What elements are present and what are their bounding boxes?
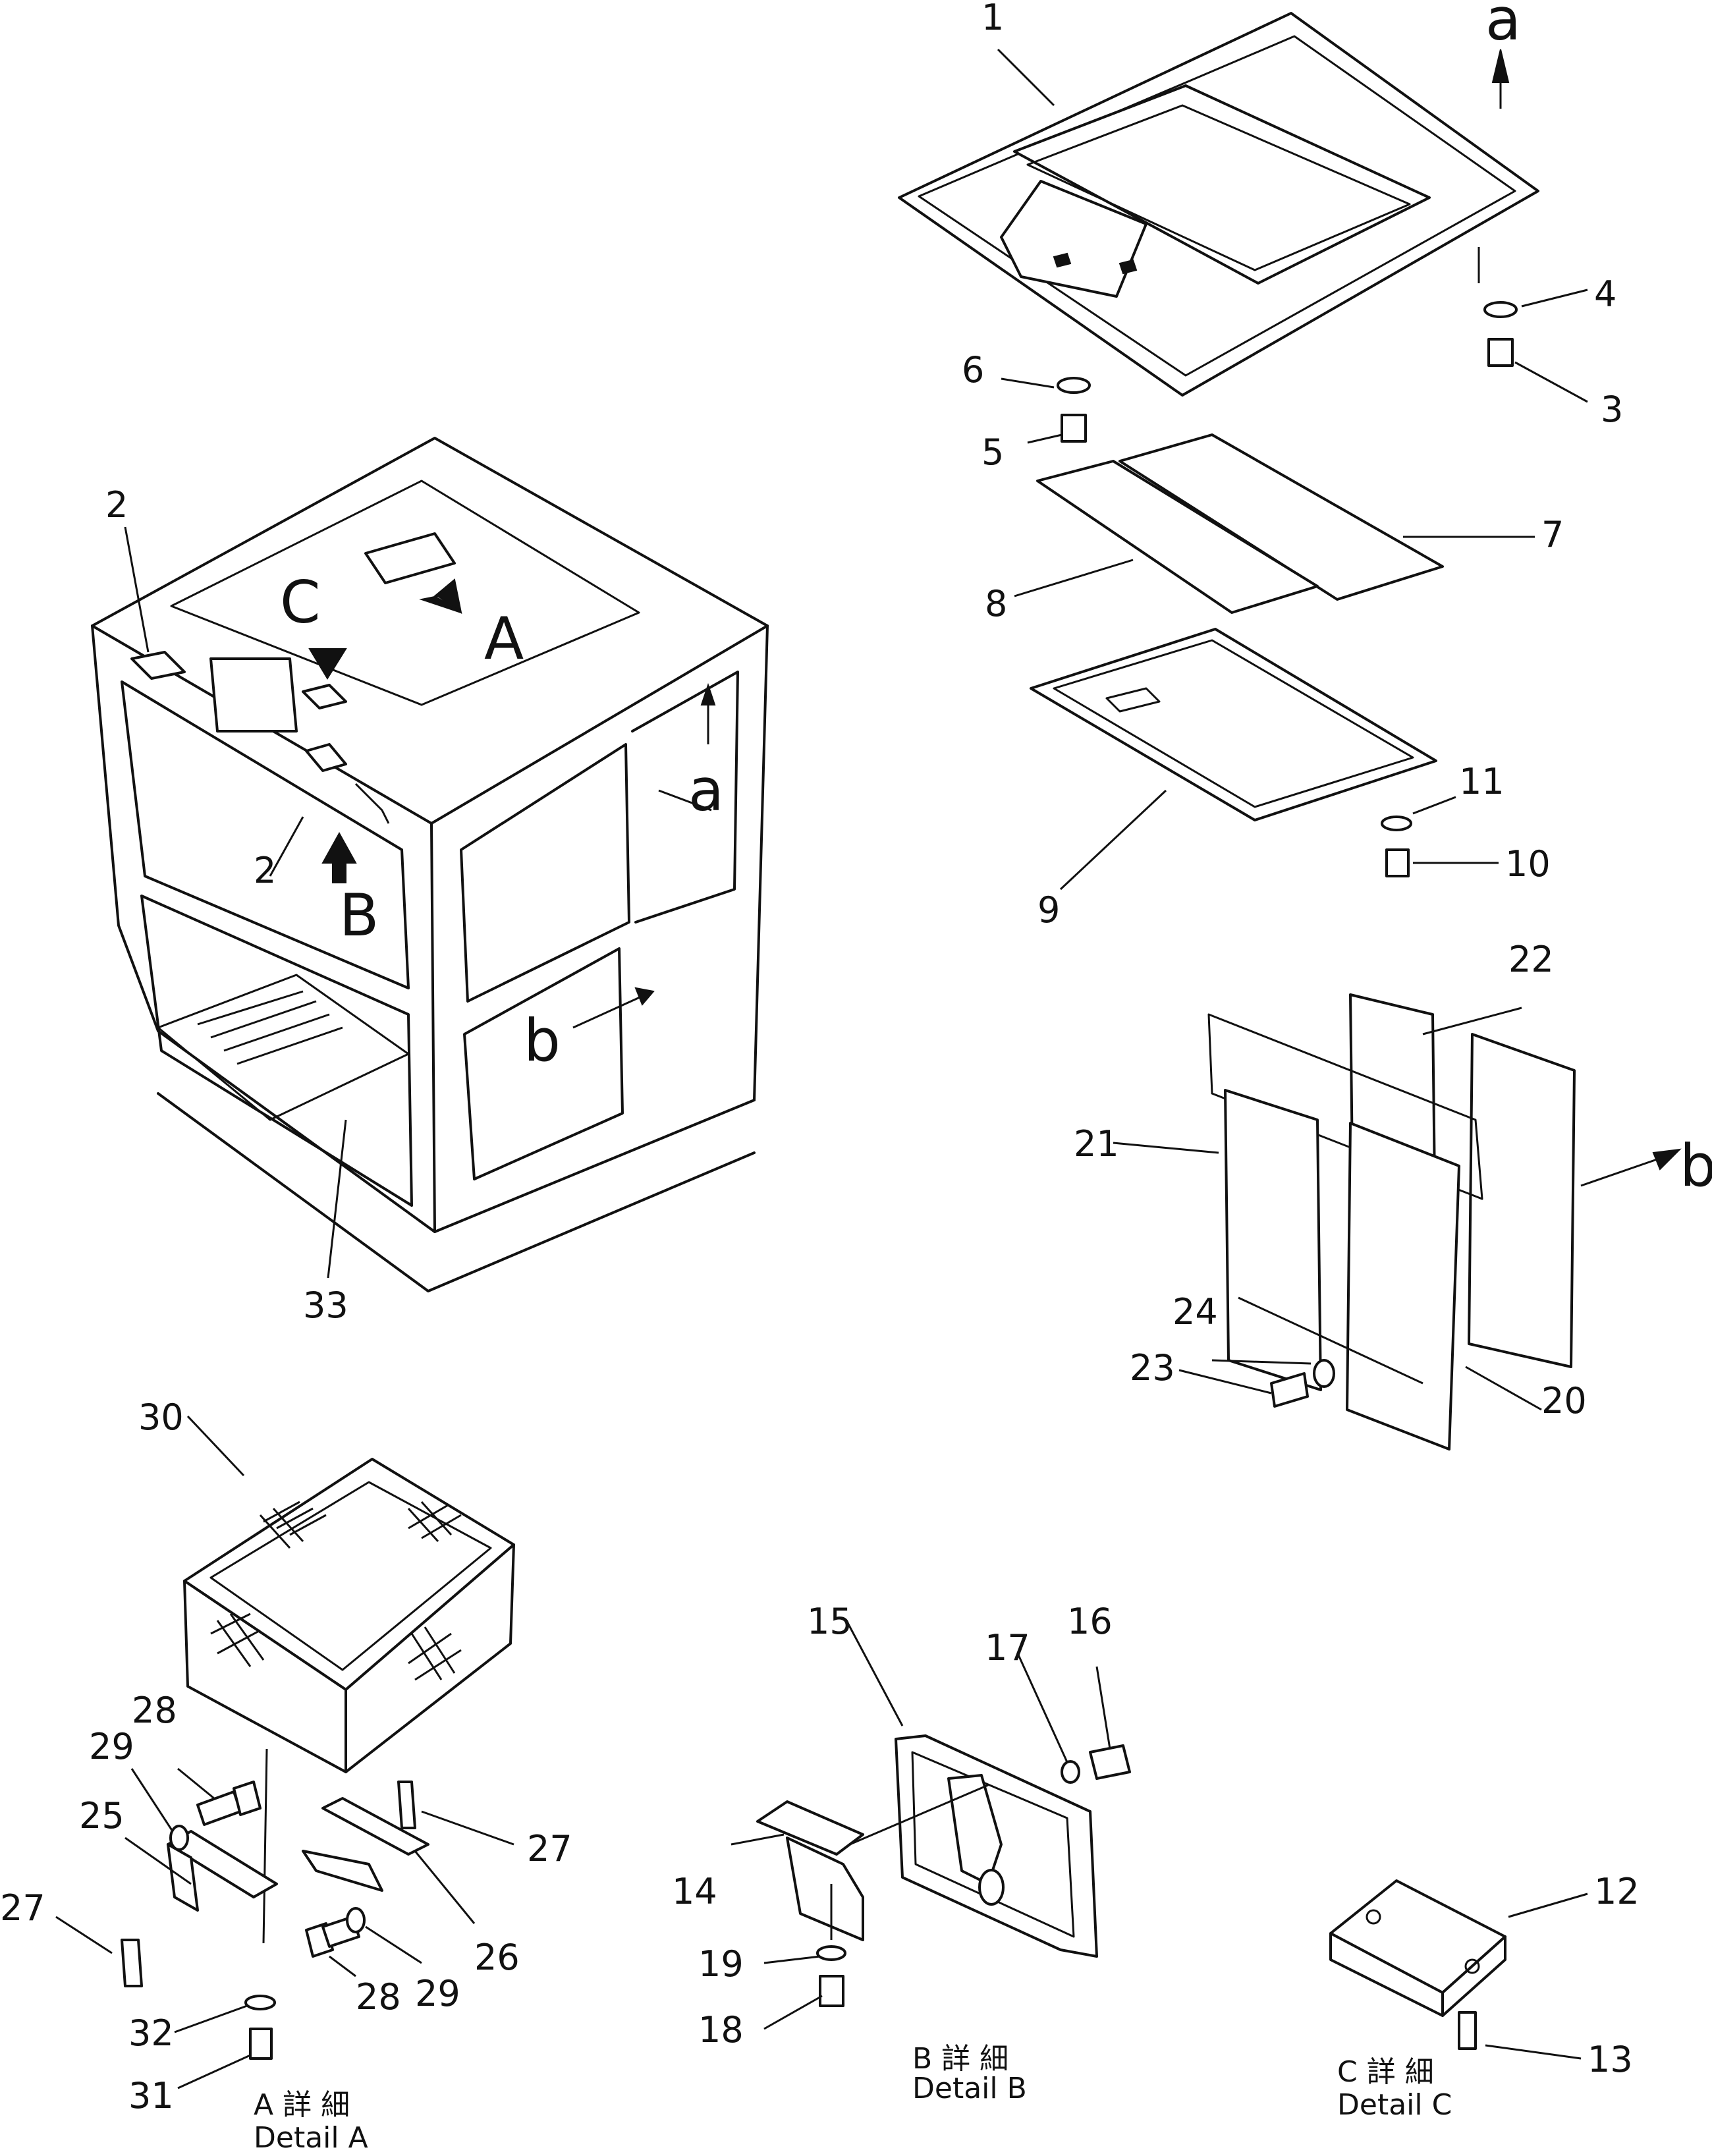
washer-17 (1061, 1760, 1080, 1784)
washer-11 (1381, 815, 1412, 831)
roof-trim-9 (1030, 628, 1499, 891)
callout-33: 33 (303, 1285, 348, 1326)
caption-detail-a-en: Detail A (254, 2121, 368, 2153)
callout-30: 30 (138, 1396, 184, 1438)
washer-19 (816, 1945, 846, 1961)
bolt-5 (1061, 414, 1087, 443)
callout-4: 4 (1594, 273, 1616, 315)
callout-29: 29 (415, 1973, 460, 2014)
callout-25: 25 (79, 1795, 124, 1837)
callout-1: 1 (981, 0, 1004, 38)
caption-detail-b-jp: B 詳 細 (912, 2042, 1008, 2076)
bolt-23 (1270, 1372, 1309, 1408)
callout-11: 11 (1459, 761, 1505, 802)
callout-18: 18 (698, 2009, 744, 2051)
caption-detail-c-en: Detail C (1337, 2088, 1452, 2122)
callout-13: 13 (1588, 2039, 1633, 2080)
callout-10: 10 (1505, 843, 1551, 885)
callout-27: 27 (0, 1887, 45, 1929)
bolt-10 (1385, 848, 1410, 877)
callout-23: 23 (1130, 1347, 1175, 1389)
callout-5: 5 (981, 431, 1004, 473)
callout-19: 19 (698, 1943, 744, 1985)
callout-12: 12 (1594, 1871, 1640, 1912)
pad-8 (1036, 460, 1319, 614)
bolt-16 (1089, 1744, 1131, 1780)
callout-7: 7 (1541, 514, 1564, 555)
callout-9: 9 (1037, 889, 1060, 931)
callout-17: 17 (985, 1627, 1030, 1669)
callout-29: 29 (89, 1726, 134, 1767)
caption-detail-c-jp: C 詳 細 (1337, 2055, 1434, 2089)
detail-a (55, 1415, 515, 2089)
panel-21 (1224, 1089, 1322, 1391)
callout-31: 31 (128, 2075, 174, 2116)
callout-16: 16 (1067, 1601, 1113, 1642)
callout-26: 26 (474, 1937, 520, 1978)
view-letters: C A B a b a b (280, 0, 1712, 1200)
callout-27: 27 (527, 1828, 572, 1869)
detail-b (731, 1620, 1131, 2030)
bolt-3 (1487, 338, 1514, 367)
callout-labels: 1 2 2 3 4 5 6 7 8 9 10 11 12 13 14 15 16… (0, 0, 1640, 2116)
arrow-label-b-panel: b (1680, 1132, 1712, 1200)
washer-24 (1313, 1359, 1335, 1388)
callout-28: 28 (356, 1976, 401, 2018)
callout-28: 28 (132, 1690, 177, 1731)
caption-detail-a-jp: A 詳 細 (254, 2088, 350, 2122)
callout-22: 22 (1508, 939, 1554, 980)
callout-21: 21 (1074, 1123, 1119, 1165)
callout-14: 14 (672, 1871, 717, 1912)
callout-24: 24 (1173, 1291, 1218, 1333)
callout-32: 32 (128, 2012, 174, 2054)
arrow-label-b-cab: b (524, 1007, 561, 1074)
washer-4 (1483, 301, 1518, 318)
bolt-18 (819, 1975, 844, 2007)
detail-captions: A 詳 細 Detail A B 詳 細 Detail B C 詳 細 Deta… (254, 2042, 1452, 2155)
arrow-label-a-cab: a (688, 756, 724, 824)
screw-13 (1458, 2011, 1477, 2050)
roof-panel-1 (898, 12, 1539, 397)
callout-15: 15 (807, 1601, 852, 1642)
view-letter-b: B (339, 881, 379, 949)
callout-2: 2 (254, 850, 276, 891)
caption-detail-b-en: Detail B (912, 2072, 1027, 2105)
pad-22-lower (1468, 1033, 1576, 1368)
view-letter-c: C (280, 568, 320, 636)
detail-c (1329, 1879, 1588, 2060)
panel-20 (1346, 1122, 1460, 1451)
roof-pads (1014, 433, 1535, 614)
arrow-label-a-roof: a (1485, 0, 1521, 53)
washer-6 (1057, 377, 1091, 394)
callout-20: 20 (1541, 1380, 1587, 1422)
rear-panels (1113, 993, 1682, 1451)
cab-assembly (91, 437, 769, 1292)
roof-fasteners (1001, 289, 1588, 444)
callout-6: 6 (962, 349, 984, 391)
callout-8: 8 (985, 583, 1007, 624)
view-letter-a: A (484, 605, 524, 673)
callout-2: 2 (105, 484, 128, 526)
callout-3: 3 (1601, 389, 1623, 430)
